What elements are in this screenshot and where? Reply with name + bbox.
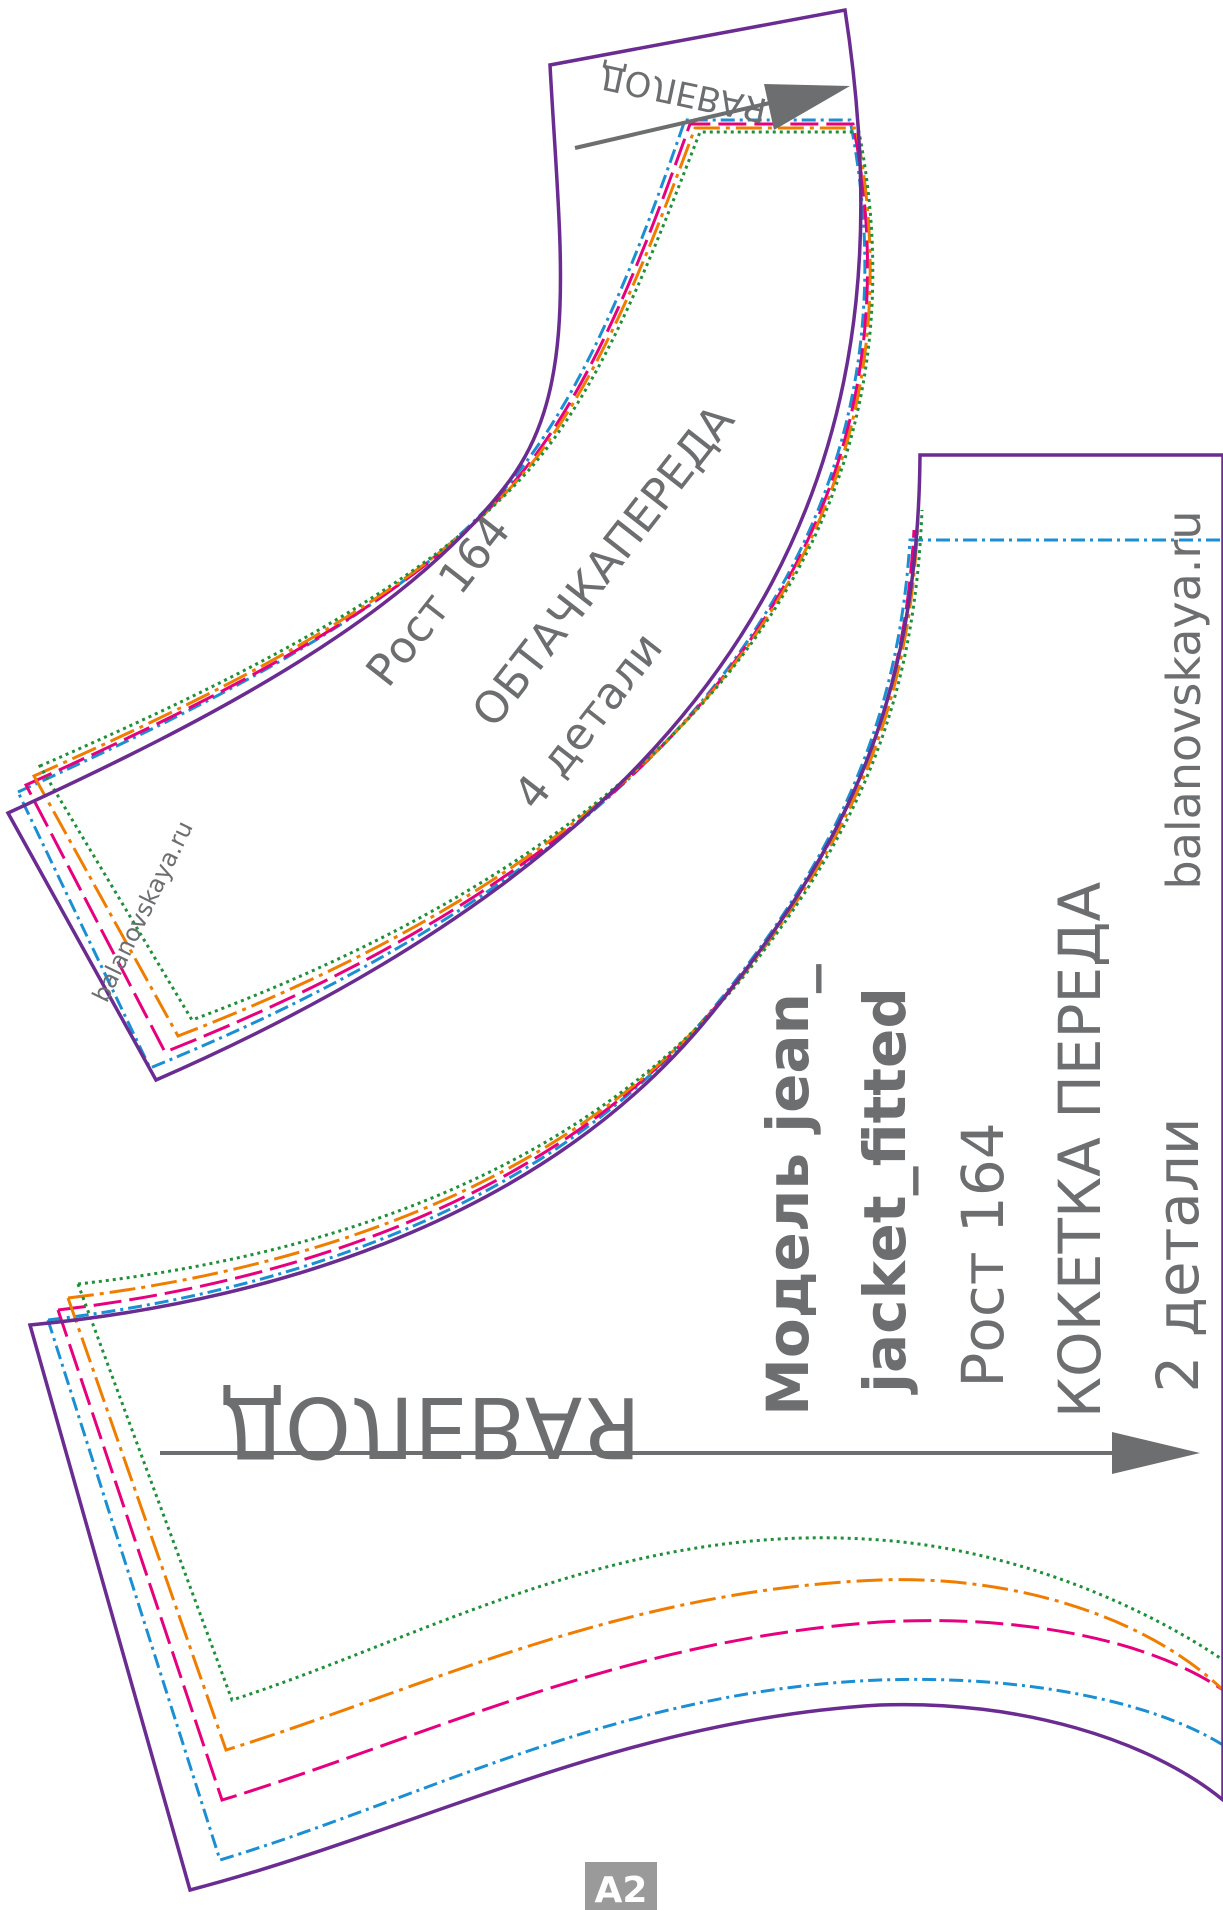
yoke-bottom-seam-orange (66, 1297, 1223, 1752)
facing-seam-line-pink (23, 122, 870, 1054)
yoke-piece-name: КОКЕТКА ПЕРЕДА (1046, 882, 1114, 1419)
yoke-bottom-seam-green (76, 1283, 1223, 1702)
yoke-grain-label: ДОЛЕВАЯ (219, 1378, 640, 1476)
yoke-watermark: balanovskaya.ru (1157, 511, 1211, 890)
yoke-bottom-seam-blue (46, 1319, 1223, 1862)
sheet-label: A2 (595, 1870, 648, 1910)
facing-piece: ДОЛЕВАЯ Рост 164 ОБТАЧКАПЕРЕДА 4 детали … (5, 7, 875, 1083)
yoke-height-label: Рост 164 (949, 1122, 1017, 1387)
facing-seam-line-orange (31, 126, 872, 1038)
yoke-grain-arrow-head (1112, 1432, 1200, 1474)
facing-watermark: balanovskaya.ru (87, 817, 199, 1007)
sheet-badge: A2 (585, 1862, 657, 1910)
yoke-outline (27, 453, 1223, 1893)
yoke-quantity: 2 детали (1144, 1117, 1212, 1392)
facing-outline (5, 7, 863, 1083)
yoke-model-line1: Модель jean_ (754, 964, 822, 1416)
sheet-badge-bg (585, 1862, 657, 1910)
yoke-model-line2: jacket_fitted (851, 987, 919, 1395)
facing-grain-label: ДОЛЕВАЯ (595, 55, 770, 130)
yoke-bottom-seam-pink (56, 1309, 1223, 1802)
facing-seam-line-blue (15, 118, 867, 1070)
facing-grain-arrow-head (764, 84, 850, 130)
yoke-piece: ДОЛЕВАЯ Модель jean_ jacket_fitted Рост … (27, 453, 1223, 1893)
facing-grain-arrow-shaft (574, 94, 801, 150)
